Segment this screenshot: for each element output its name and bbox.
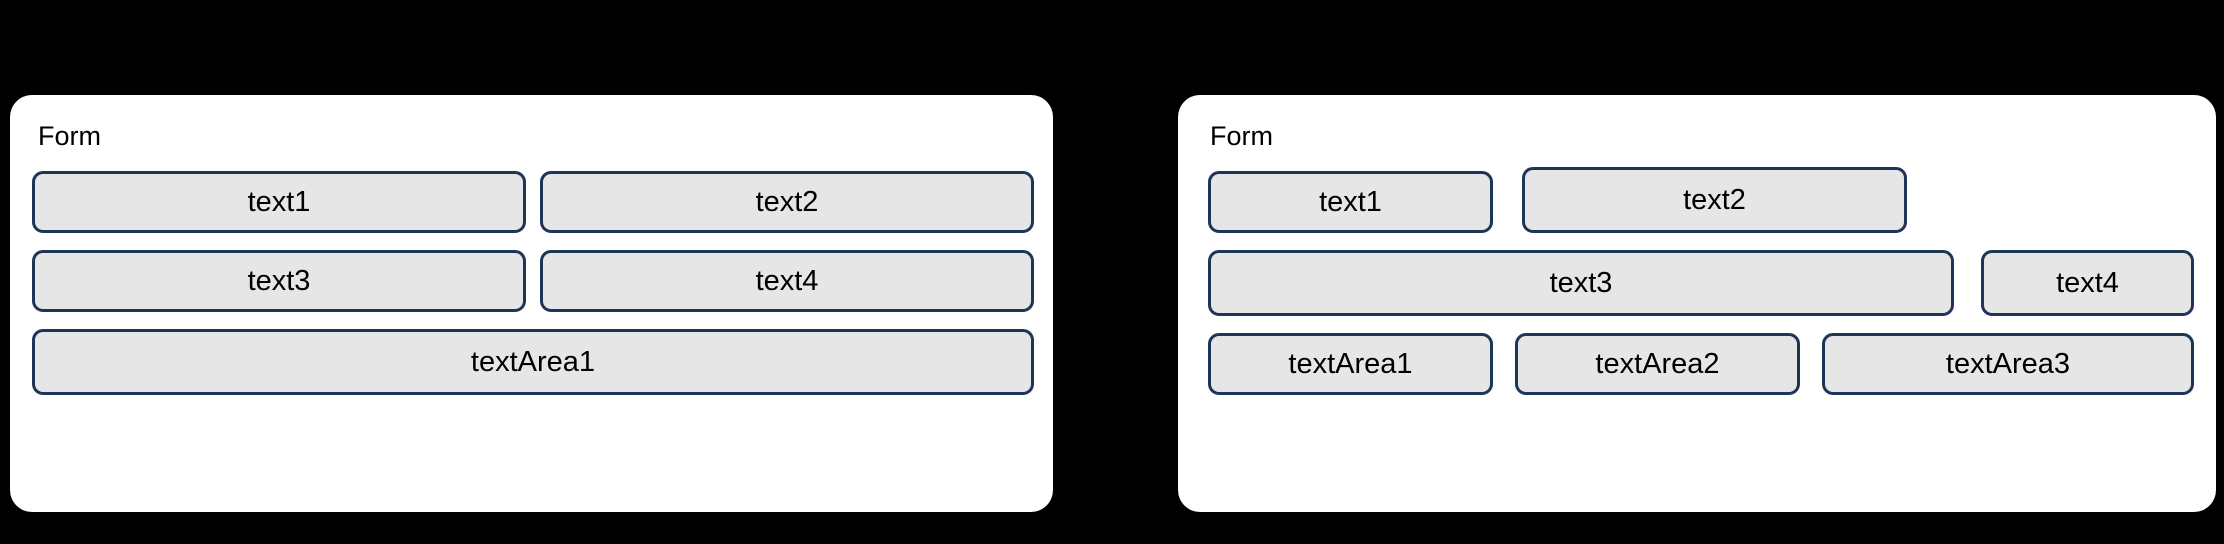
text-area-textarea2-right[interactable]: textArea2 bbox=[1515, 333, 1800, 395]
field-label: text1 bbox=[247, 185, 311, 218]
text-field-text3-left[interactable]: text3 bbox=[32, 250, 526, 312]
form-legend-right: Form bbox=[1210, 121, 1273, 151]
text-field-text2-left[interactable]: text2 bbox=[540, 171, 1034, 233]
field-label: text4 bbox=[2056, 266, 2119, 299]
text-field-text1-right[interactable]: text1 bbox=[1208, 171, 1493, 233]
form-legend-left: Form bbox=[38, 121, 101, 151]
field-label: text2 bbox=[1683, 183, 1746, 216]
field-label: text1 bbox=[1319, 185, 1382, 218]
field-label: textArea1 bbox=[470, 345, 596, 378]
field-label: textArea1 bbox=[1288, 347, 1413, 380]
text-field-text3-right[interactable]: text3 bbox=[1208, 250, 1954, 316]
text-area-textarea1-right[interactable]: textArea1 bbox=[1208, 333, 1493, 395]
field-label: text2 bbox=[755, 185, 819, 218]
field-label: text3 bbox=[1549, 266, 1613, 299]
field-label: text4 bbox=[755, 264, 819, 297]
field-label: textArea3 bbox=[1945, 347, 2071, 380]
text-field-text1-left[interactable]: text1 bbox=[32, 171, 526, 233]
text-area-textarea1-left[interactable]: textArea1 bbox=[32, 329, 1034, 395]
form-panel-left: Form text1 text2 text3 text4 textArea1 bbox=[10, 95, 1053, 512]
form-panel-right: Form text1 text2 text3 text4 textArea1 t… bbox=[1178, 95, 2216, 512]
text-field-text4-right[interactable]: text4 bbox=[1981, 250, 2194, 316]
text-field-text4-left[interactable]: text4 bbox=[540, 250, 1034, 312]
text-area-textarea3-right[interactable]: textArea3 bbox=[1822, 333, 2194, 395]
field-label: textArea2 bbox=[1595, 347, 1720, 380]
text-field-text2-right[interactable]: text2 bbox=[1522, 167, 1907, 233]
field-label: text3 bbox=[247, 264, 311, 297]
